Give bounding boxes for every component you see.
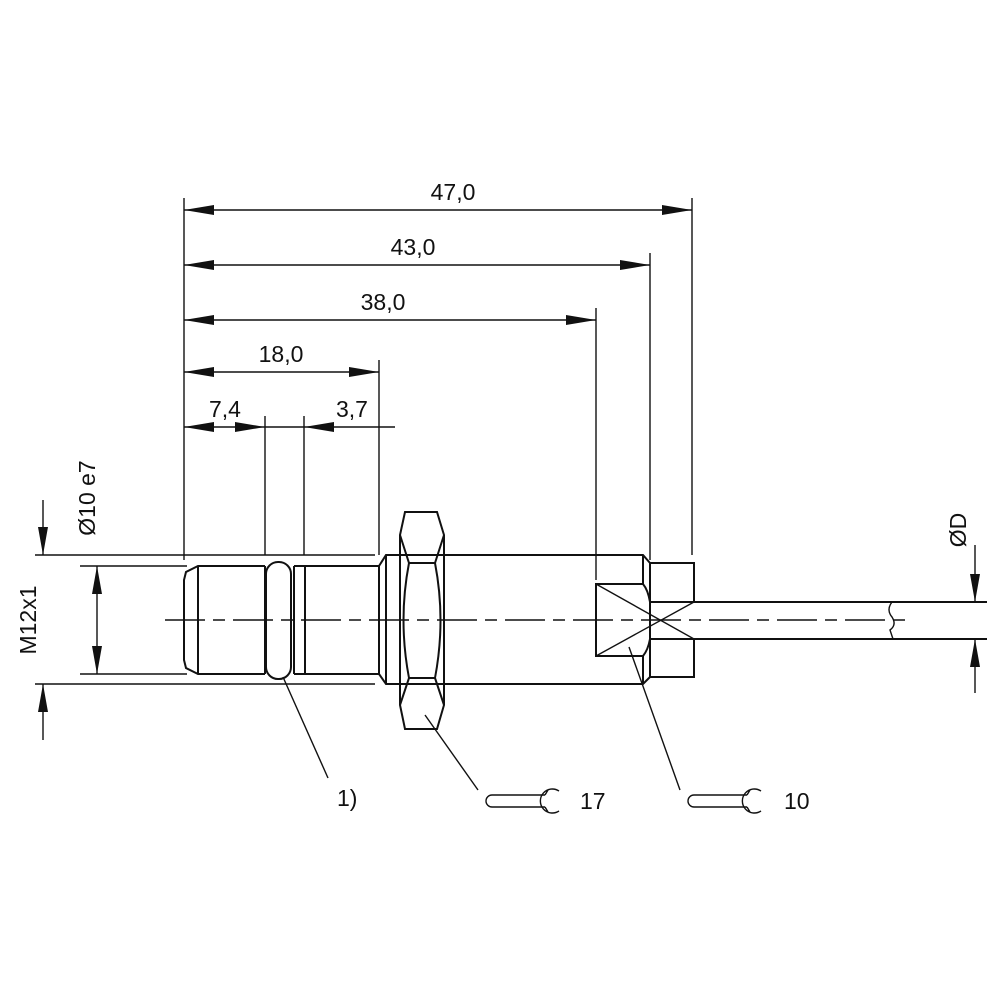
- dimension-front-diameter: Ø10 e7: [74, 460, 102, 674]
- cable-diameter-label: ØD: [945, 513, 971, 548]
- leader-line: [424, 714, 479, 791]
- dimension-43: 43,0: [184, 234, 650, 270]
- dimension-47: 47,0: [184, 179, 692, 215]
- note-label: 1): [337, 785, 357, 811]
- dimension-label: 18,0: [259, 341, 304, 367]
- leader-line: [282, 676, 329, 779]
- threaded-body: [378, 554, 651, 685]
- leader-line: [628, 646, 681, 791]
- nut-wrench-size: 17: [580, 788, 606, 814]
- dimension-cable-diameter: ØD: [945, 513, 980, 693]
- wrench-icon: [687, 788, 762, 814]
- dimension-38: 38,0: [184, 289, 596, 325]
- extension-lines: [35, 198, 985, 685]
- cable-gland: [595, 562, 695, 678]
- front-diameter-label: Ø10 e7: [74, 460, 100, 535]
- sensor-collar: [293, 565, 380, 675]
- hex-nut: [399, 511, 445, 730]
- dimension-thread-diameter: M12x1: [15, 500, 48, 740]
- dimension-label: 43,0: [391, 234, 436, 260]
- o-ring: [265, 561, 292, 680]
- dimension-7-4: 7,4: [184, 396, 304, 432]
- thread-label: M12x1: [15, 585, 41, 654]
- dimension-3-7: 3,7: [304, 396, 395, 432]
- dimension-label: 3,7: [336, 396, 368, 422]
- wrench-icon: [485, 788, 560, 814]
- gland-wrench-size: 10: [784, 788, 810, 814]
- dimension-label: 38,0: [361, 289, 406, 315]
- dimension-label: 7,4: [209, 396, 241, 422]
- dimension-18: 18,0: [184, 341, 379, 377]
- dimension-label: 47,0: [431, 179, 476, 205]
